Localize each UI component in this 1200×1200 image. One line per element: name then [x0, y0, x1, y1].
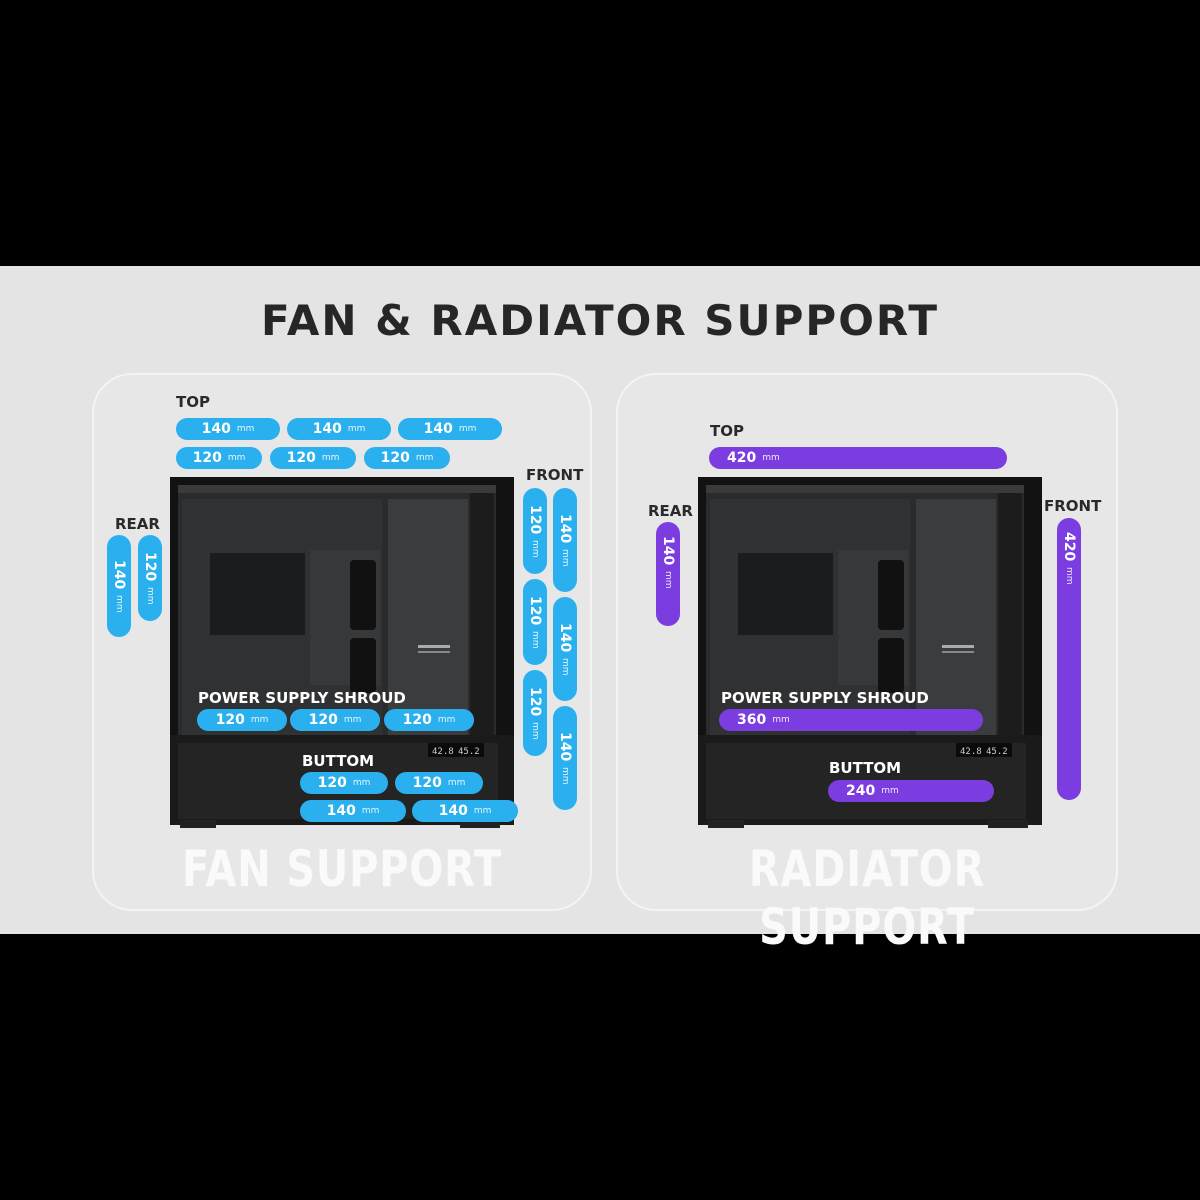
page-title: FAN & RADIATOR SUPPORT — [260, 296, 940, 345]
fan-rear-label: REAR — [115, 515, 160, 533]
radiator-support-heading: RADIATOR SUPPORT — [748, 840, 986, 956]
case-display-readout-1: 42.8 — [432, 747, 454, 757]
fan-top-label: TOP — [176, 393, 210, 411]
radiator-top-label: TOP — [710, 422, 744, 440]
fan-bottom-label: BUTTOM — [302, 752, 375, 770]
fan-psu-shroud-label: POWER SUPPLY SHROUD — [198, 689, 406, 707]
radiator-bottom-label: BUTTOM — [829, 759, 902, 777]
fan-support-heading: FAN SUPPORT — [181, 840, 503, 898]
case-display-readout-2: 45.2 — [458, 747, 480, 757]
case-display-readout-2: 45.2 — [986, 747, 1008, 757]
radiator-psu-shroud-label: POWER SUPPLY SHROUD — [721, 689, 929, 707]
fan-front-label: FRONT — [526, 466, 584, 484]
pc-case-image-fan: 42.8 45.2 — [170, 477, 514, 828]
case-display-readout-1: 42.8 — [960, 747, 982, 757]
radiator-front-label: FRONT — [1044, 497, 1102, 515]
radiator-rear-label: REAR — [648, 502, 693, 520]
